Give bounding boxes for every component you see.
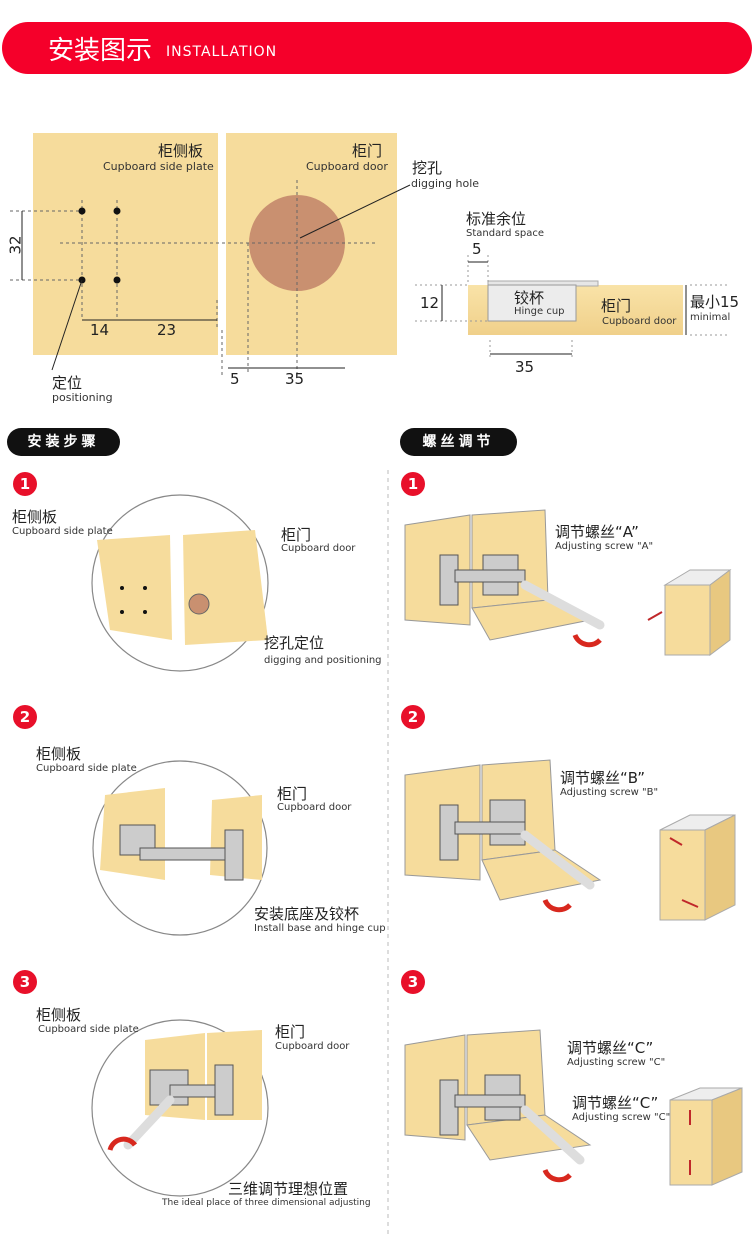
install-step-3-note-en: The ideal place of three dimensional adj… <box>162 1198 371 1208</box>
install-step-3-door-en: Cupboard door <box>275 1041 350 1052</box>
standard-space-cn: 标准余位 <box>466 210 527 228</box>
install-step-3-side-cn: 柜侧板 <box>36 1006 82 1024</box>
install-step-1-number: 1 <box>13 472 37 496</box>
adjust-step-2-label-cn: 调节螺丝“B” <box>560 769 646 787</box>
adjust-step-3-number: 3 <box>401 970 425 994</box>
adjust-screw-title: 螺丝调节 <box>400 428 517 456</box>
hinge-cup-en: Hinge cup <box>514 306 565 317</box>
install-step-2-door-en: Cupboard door <box>277 802 352 813</box>
side-door-en: Cupboard door <box>602 316 677 327</box>
adjust-step-1-number: 1 <box>401 472 425 496</box>
install-step-2-note-cn: 安装底座及铰杯 <box>254 905 360 923</box>
install-step-2-door-cn: 柜门 <box>277 785 308 803</box>
install-step-3-side-en: Cupboard side plate <box>38 1024 139 1035</box>
side-plate-label-en: Cupboard side plate <box>103 160 214 173</box>
adjust-step-3-label-en: Adjusting screw "C" <box>567 1057 666 1068</box>
side-plate-panel <box>33 133 218 355</box>
adjust-step-2-label-en: Adjusting screw "B" <box>560 787 659 798</box>
adjust-step-1-label-cn: 调节螺丝“A” <box>555 523 639 541</box>
install-step-1-side-en: Cupboard side plate <box>12 526 113 537</box>
side-dim-12: 12 <box>420 294 440 312</box>
dim-23: 23 <box>157 321 177 339</box>
adjust-step-3-label2-cn: 调节螺丝“C” <box>572 1094 659 1112</box>
side-dim-35: 35 <box>515 358 535 376</box>
side-dim-5: 5 <box>472 240 482 258</box>
minimal-cn: 最小15 <box>690 293 740 311</box>
header-title-en: INSTALLATION <box>166 44 278 60</box>
adjust-step-3-label2-en: Adjusting screw "C" <box>572 1112 671 1123</box>
install-step-1-door-cn: 柜门 <box>281 526 312 544</box>
install-step-1-door-en: Cupboard door <box>281 543 356 554</box>
adjust-step-1-label-en: Adjusting screw "A" <box>555 541 654 552</box>
install-step-2-number: 2 <box>13 705 37 729</box>
dim-5: 5 <box>230 370 240 388</box>
adjust-step-2-number: 2 <box>401 705 425 729</box>
install-step-3-door-cn: 柜门 <box>275 1023 306 1041</box>
header-banner: 安装图示 INSTALLATION <box>2 22 752 74</box>
install-step-1-side-cn: 柜侧板 <box>12 508 58 526</box>
hinge-cup-cn: 铰杯 <box>514 289 545 307</box>
positioning-label-cn: 定位 <box>52 374 83 392</box>
install-step-2-note-en: Install base and hinge cup <box>254 923 386 934</box>
side-door-cn: 柜门 <box>601 297 632 315</box>
dim-35: 35 <box>285 370 305 388</box>
install-step-3-number: 3 <box>13 970 37 994</box>
door-label-en: Cupboard door <box>306 160 388 173</box>
install-steps-title: 安装步骤 <box>7 428 120 456</box>
minimal-en: minimal <box>690 312 731 323</box>
adjust-step-3-label-cn: 调节螺丝“C” <box>567 1039 654 1057</box>
install-step-1-note-en: digging and positioning <box>264 655 382 666</box>
positioning-label-en: positioning <box>52 391 113 404</box>
dim-32: 32 <box>6 235 25 255</box>
hole-label-en: digging hole <box>411 177 480 190</box>
side-plate-label-cn: 柜侧板 <box>158 142 204 160</box>
install-step-2-side-cn: 柜侧板 <box>36 745 82 763</box>
install-step-1-note-cn: 挖孔定位 <box>264 634 325 652</box>
hole-label-cn: 挖孔 <box>412 159 443 177</box>
dim-14: 14 <box>90 321 110 339</box>
install-step-2-side-en: Cupboard side plate <box>36 763 137 774</box>
standard-space-en: Standard space <box>466 228 545 239</box>
door-label-cn: 柜门 <box>352 142 383 160</box>
install-step-3-note-cn: 三维调节理想位置 <box>228 1180 349 1198</box>
header-title-cn: 安装图示 <box>48 36 153 66</box>
